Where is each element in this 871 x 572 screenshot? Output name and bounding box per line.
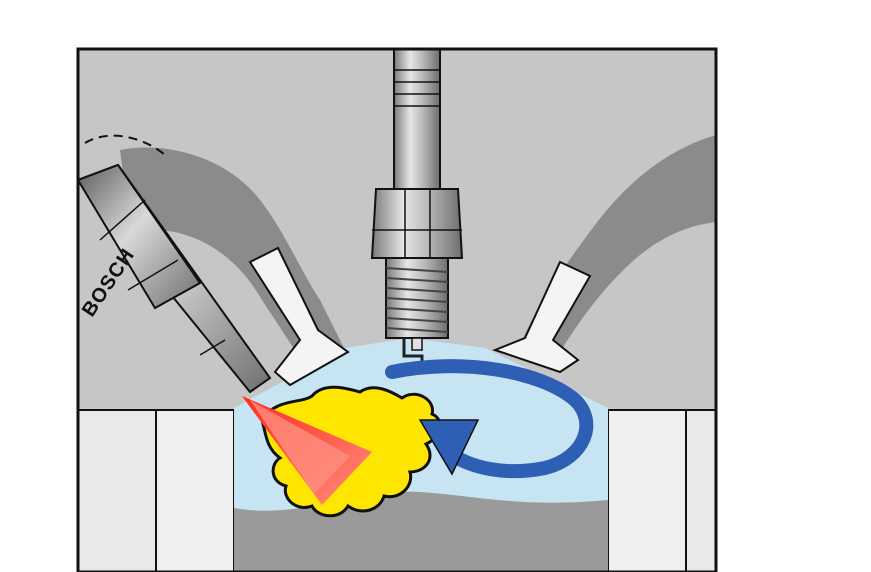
exhaust-valve: [492, 260, 592, 374]
injector-outline-dashed: [84, 134, 166, 156]
cylinder-wall-left: [78, 409, 157, 572]
intake-valve: [248, 246, 350, 387]
tumble-flow-arrow: [385, 359, 594, 479]
cylinder-wall-right: [685, 409, 716, 572]
diagram-frame: [76, 47, 718, 572]
fuel-spray-core: [250, 400, 350, 494]
spark-plug: [370, 49, 464, 374]
cylinder-block-right: [607, 409, 687, 572]
tumble-flow-arrowhead: [418, 419, 480, 476]
cylinder-block-left: [155, 409, 235, 572]
